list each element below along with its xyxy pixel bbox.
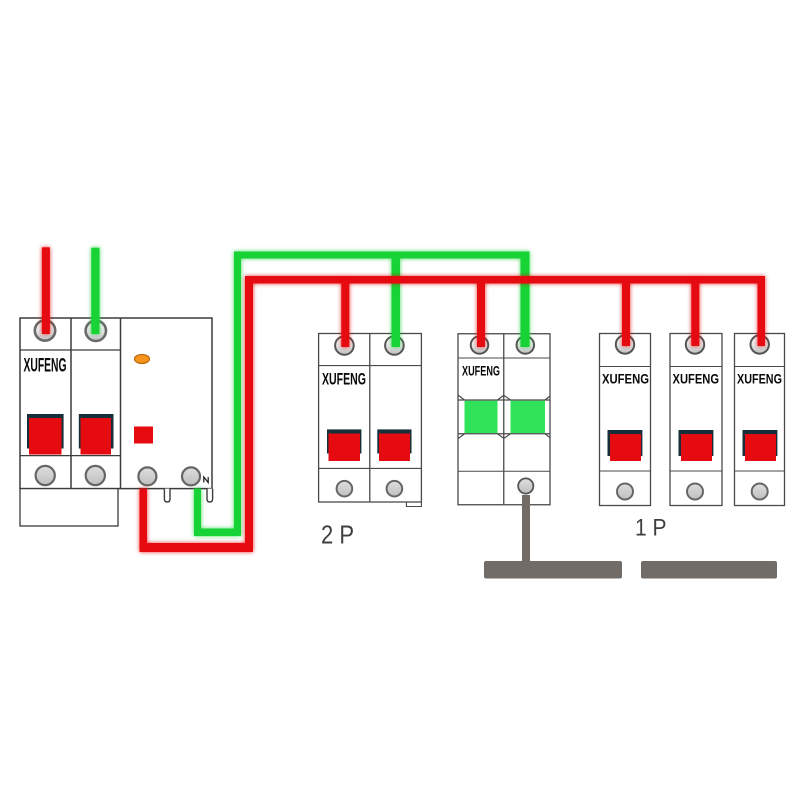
svg-text:XUFENG: XUFENG: [602, 371, 649, 387]
svg-text:XUFENG: XUFENG: [462, 363, 500, 379]
svg-text:XUFENG: XUFENG: [322, 370, 366, 388]
svg-text:1 P: 1 P: [635, 515, 667, 542]
svg-text:2 P: 2 P: [321, 520, 354, 550]
svg-text:XUFENG: XUFENG: [673, 371, 720, 387]
svg-text:XUFENG: XUFENG: [24, 356, 67, 377]
svg-text:XUFENG: XUFENG: [737, 371, 782, 387]
